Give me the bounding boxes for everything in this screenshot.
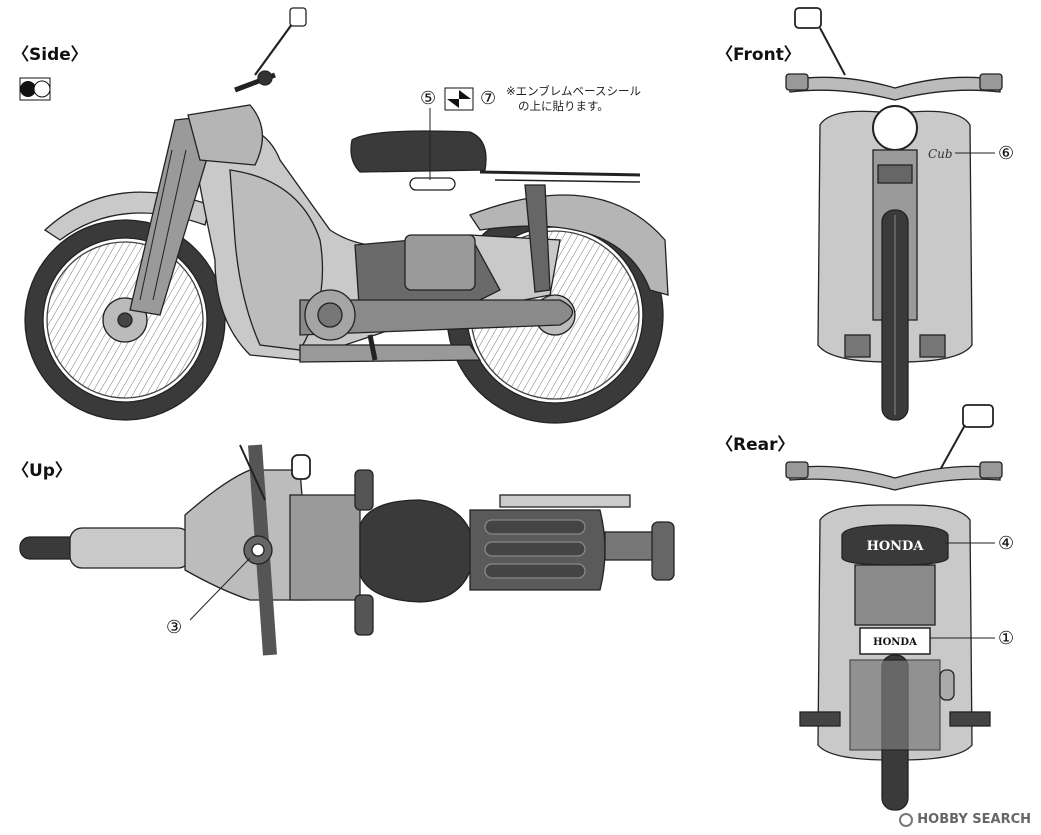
- front-view-label: 〈Front〉: [716, 45, 801, 65]
- callout-1: ①: [998, 628, 1015, 649]
- emblem-note: ※エンブレムベースシール の上に貼ります。: [506, 84, 641, 114]
- up-seat: [359, 499, 476, 603]
- front-view-drawing: [785, 7, 1003, 421]
- watermark-logo-icon: [899, 812, 914, 827]
- side-view-drawing: [24, 7, 669, 424]
- rear-seat-honda-label: HONDA: [867, 539, 925, 554]
- color-swatch-icon-side: [19, 77, 51, 101]
- up-view-drawing: [19, 444, 675, 656]
- side-seat: [350, 130, 487, 173]
- side-view-label: 〈Side〉: [12, 45, 88, 65]
- callout-3: ③: [166, 617, 183, 638]
- callout-6: ⑥: [998, 143, 1015, 164]
- rear-view-label: 〈Rear〉: [716, 435, 795, 455]
- color-swatch-icon-decal: [444, 87, 474, 111]
- rear-view-drawing: [785, 404, 1003, 811]
- license-plate: [859, 627, 931, 655]
- callout-7: ⑦: [480, 88, 497, 109]
- plate-honda-label: HONDA: [873, 637, 917, 648]
- up-view-label: 〈Up〉: [12, 461, 72, 481]
- watermark-text: HOBBY SEARCH: [917, 812, 1031, 827]
- callout-4: ④: [998, 533, 1015, 554]
- emblem-note-line1: ※エンブレムベースシール: [506, 84, 641, 98]
- callout-5: ⑤: [420, 88, 437, 109]
- rear-seat: [841, 524, 949, 566]
- leader-line-3: [189, 557, 251, 621]
- emblem-note-line2: の上に貼ります。: [518, 99, 609, 113]
- front-cub-emblem: Cub: [928, 147, 953, 161]
- watermark: HOBBY SEARCH: [899, 812, 1031, 827]
